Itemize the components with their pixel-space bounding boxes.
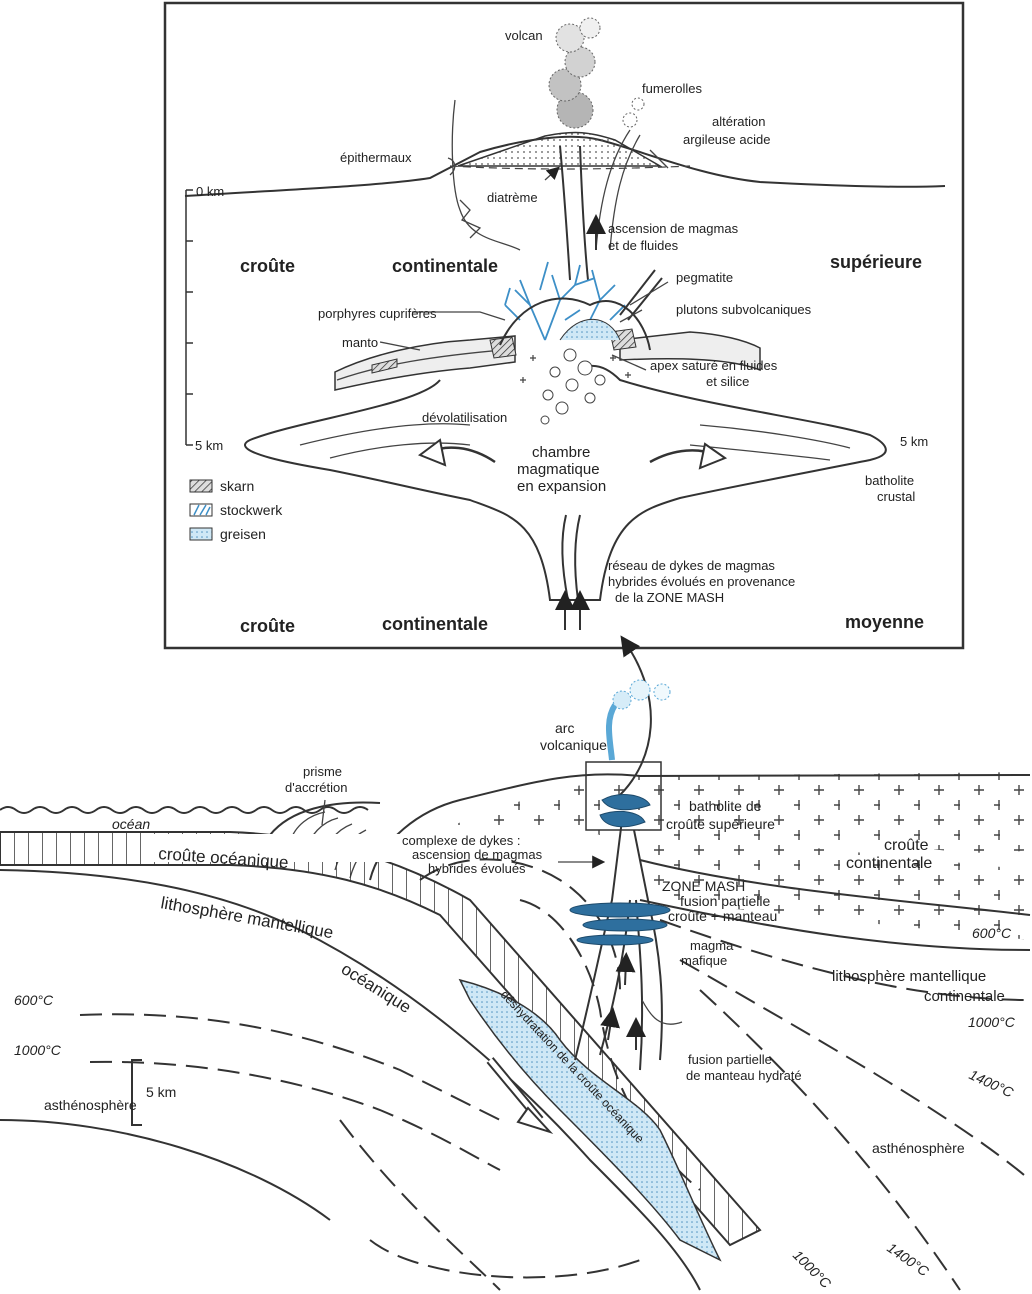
label-zone-mash: ZONE MASH [662,878,745,894]
isotherm-1000 [90,1062,500,1170]
isotherm-600 [80,1014,500,1120]
label-litho-ocean: lithosphère mantellique [159,893,334,942]
label-diatreme: diatrème [487,190,538,205]
label-1400-bottom: 1400°C [884,1239,932,1279]
label-600-left: 600°C [14,992,54,1008]
label-5km-right: 5 km [900,434,928,449]
label-epithermaux: épithermaux [340,150,412,165]
label-litho-ocean-2: océanique [338,959,415,1017]
arc-plume [609,705,615,760]
label-reseau-2: hybrides évolués en provenance [608,574,795,589]
label-600-right: 600°C [972,925,1012,941]
legend-skarn-swatch [190,480,212,492]
label-continentale-bottom: continentale [382,614,488,634]
label-litho-cont: lithosphère mantellique [832,968,986,985]
label-reseau: réseau de dykes de magmas [608,558,775,573]
label-croute-bottom: croûte [240,616,295,636]
label-fusion-2: de manteau hydraté [686,1068,802,1083]
label-magma-2: mafique [681,953,727,968]
label-zone-mash-2: fusion partielle [680,893,770,909]
label-1000-right: 1000°C [968,1014,1016,1030]
fumerolle-plume [623,113,637,127]
label-prisme-2: d'accrétion [285,780,347,795]
zoom-arrow [620,642,651,795]
label-volcan: volcan [505,28,543,43]
label-zone-mash-3: croûte + manteau [668,908,777,924]
label-continentale-top: continentale [392,256,498,276]
label-fumerolles: fumerolles [642,81,702,96]
label-croute-cont: croûte [884,837,929,854]
label-1000-left: 1000°C [14,1042,62,1058]
label-apex: apex saturé en fluides [650,358,778,373]
label-astheno-right: asthénosphère [872,1140,965,1156]
label-manto: manto [342,335,378,350]
label-croute-top: croûte [240,256,295,276]
label-porphyres: porphyres cuprifères [318,306,437,321]
label-litho-cont-2: continentale [924,988,1005,1005]
label-chambre-3: en expansion [517,478,606,495]
label-apex-2: et silice [706,374,749,389]
label-astheno-left: asthénosphère [44,1097,137,1113]
label-alteration: altération [712,114,765,129]
label-ascension-2: et de fluides [608,238,679,253]
cross-section: arc volcanique prisme d'accrétion océan … [0,680,1030,1292]
label-complexe-3: hybrides évolués [428,861,526,876]
legend-greisen-swatch [190,528,212,540]
label-0km: 0 km [196,184,224,199]
inset-panel: skarn stockwerk greisen volcan fumerolle… [165,3,963,648]
label-croute-cont-2: continentale [846,855,932,872]
label-devolatilisation: dévolatilisation [422,410,507,425]
label-superieure: supérieure [830,252,922,272]
label-complexe-2: ascension de magmas [412,847,543,862]
label-ascension: ascension de magmas [608,221,739,236]
label-arc: arc [555,720,574,736]
label-batholite-crustal: batholite [865,473,914,488]
label-fusion: fusion partielle [688,1052,772,1067]
label-batholite: batholite de [689,798,762,814]
label-scale: 5 km [146,1084,176,1100]
label-batholite-crustal-2: crustal [877,489,915,504]
label-plutons: plutons subvolcaniques [676,302,812,317]
label-batholite-2: croûte supérieure [666,816,775,832]
label-5km-left: 5 km [195,438,223,453]
label-prisme: prisme [303,764,342,779]
label-ocean: océan [112,816,150,832]
label-1000-bottom: 1000°C [790,1247,835,1292]
label-moyenne: moyenne [845,612,924,632]
label-chambre-2: magmatique [517,461,600,478]
label-1400-right: 1400°C [967,1066,1017,1101]
legend-stockwerk: stockwerk [220,502,283,518]
label-magma: magma [690,938,734,953]
legend-skarn: skarn [220,478,254,494]
legend-greisen: greisen [220,526,266,542]
label-chambre: chambre [532,444,590,461]
scale-bar [132,1060,142,1125]
label-arc-2: volcanique [540,737,607,753]
label-reseau-3: de la ZONE MASH [615,590,724,605]
label-pegmatite: pegmatite [676,270,733,285]
label-alteration-2: argileuse acide [683,132,770,147]
label-complexe: complexe de dykes : [402,833,521,848]
